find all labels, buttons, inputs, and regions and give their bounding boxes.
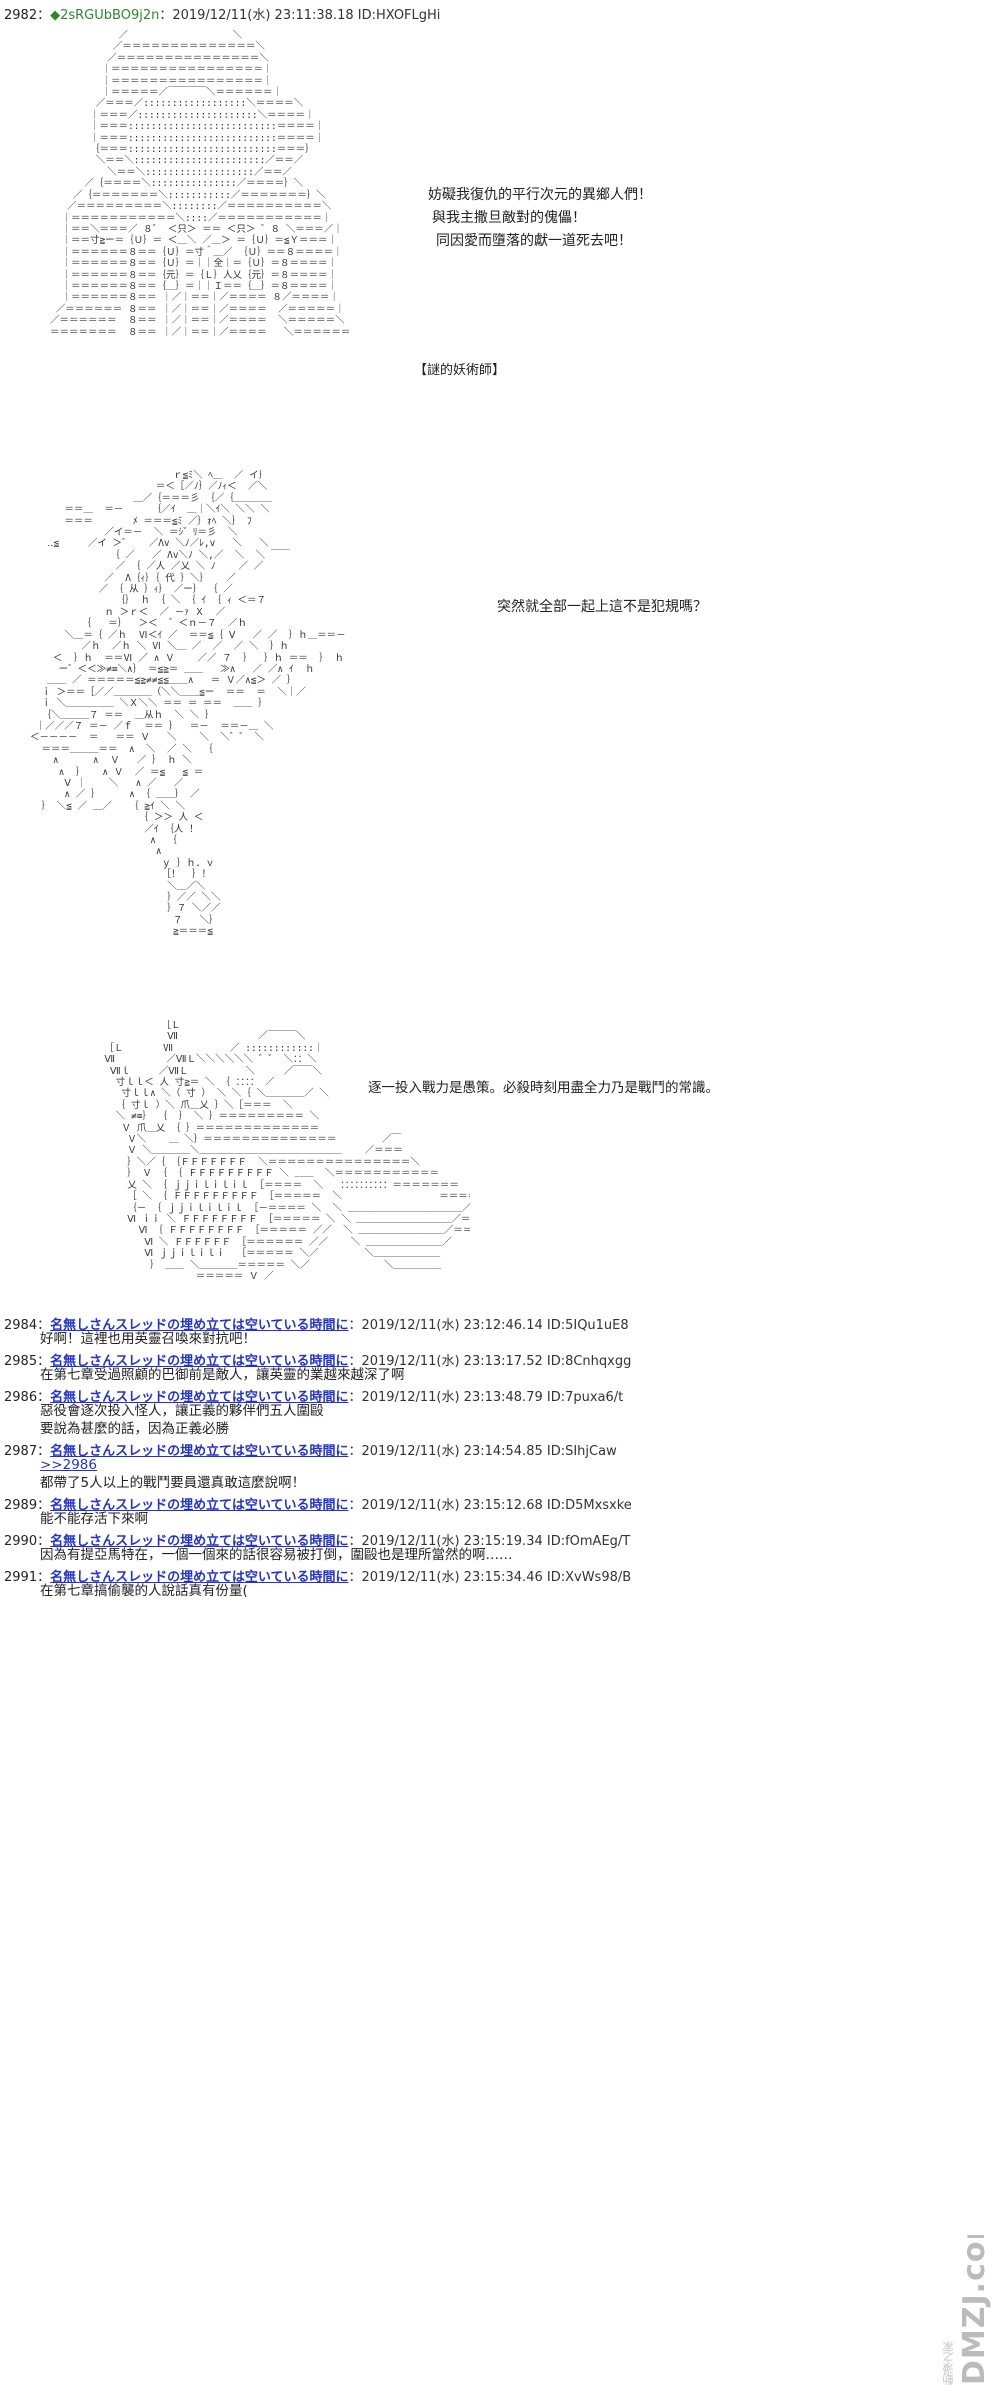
- post-meta: ：2019/12/11(水) 23:15:12.68 ID:D5Mxsxke: [348, 1498, 632, 1513]
- poster-name-link[interactable]: 名無しさんスレッドの埋め立ては空いている時間に: [50, 1390, 349, 1405]
- post-meta: ：2019/12/11(水) 23:15:34.46 ID:XvWs98/B: [348, 1570, 632, 1585]
- post-separator: ：: [37, 8, 51, 23]
- post-meta: ：2019/12/11(水) 23:11:38.18 ID:HXOFLgHi: [159, 8, 441, 23]
- post-number: 2984: [4, 1318, 38, 1333]
- reply-header-2985: 2985：名無しさんスレッドの埋め立ては空いている時間に：2019/12/11(…: [4, 1350, 631, 1369]
- reply-body-2990: 因為有提亞馬特在，一個一個來的話很容易被打倒，圍毆也是理所當然的啊……: [40, 1546, 513, 1564]
- site-watermark-subtitle: 動漫之家: [942, 2341, 955, 2385]
- reply-body-2987: >>2986 都帶了5人以上的戰鬥要員還真敢這麼說啊！: [40, 1456, 305, 1492]
- ascii-art-sorcerer: ／￣￣￣￣￣￣￣￣￣￣￣＼ ／＝＝＝＝＝＝＝＝＝＝＝＝＝＝＼ ／＝＝＝＝＝＝＝＝…: [50, 30, 351, 338]
- ascii-art-warrior-cannon: ［Ｌ Ⅶ ／￣￣￣＼ ［Ｌ Ⅶ ／ ::::::::::::｜ Ⅶ ／ⅦＬ＼＼＼…: [104, 1020, 470, 1282]
- post-meta: ：2019/12/11(水) 23:12:46.14 ID:5IQu1uE8: [348, 1318, 629, 1333]
- reply-header-2990: 2990：名無しさんスレッドの埋め立ては空いている時間に：2019/12/11(…: [4, 1530, 630, 1549]
- reply-line: 在第七章受過照顧的巴御前是敵人，讓英靈的業越來越深了啊: [40, 1367, 405, 1383]
- post-number: 2986: [4, 1390, 38, 1405]
- post-header-2982: 2982：◆2sRGUbBO9j2n：2019/12/11(水) 23:11:3…: [4, 4, 440, 23]
- reply-header-2991: 2991：名無しさんスレッドの埋め立ては空いている時間に：2019/12/11(…: [4, 1566, 631, 1585]
- reply-body-2991: 在第七章搞偷襲的人說話真有份量(: [40, 1582, 248, 1600]
- post-meta: ：2019/12/11(水) 23:13:48.79 ID:7puxa6/t: [348, 1390, 624, 1405]
- reply-header-2989: 2989：名無しさんスレッドの埋め立ては空いている時間に：2019/12/11(…: [4, 1494, 632, 1513]
- poster-name-link[interactable]: 名無しさんスレッドの埋め立ては空いている時間に: [50, 1498, 349, 1513]
- post-separator: ：: [37, 1390, 51, 1405]
- post-meta: ：2019/12/11(水) 23:14:54.85 ID:SIhjCaw: [348, 1444, 617, 1459]
- poster-name-link[interactable]: 名無しさんスレッドの埋め立ては空いている時間に: [50, 1354, 349, 1369]
- dialog-line-5: 逐一投入戰力是愚策。必殺時刻用盡全力乃是戰鬥的常識。: [368, 1080, 719, 1096]
- reply-line: 因為有提亞馬特在，一個一個來的話很容易被打倒，圍毆也是理所當然的啊……: [40, 1547, 513, 1563]
- post-number: 2982: [4, 8, 38, 23]
- post-number: 2990: [4, 1534, 38, 1549]
- post-meta: ：2019/12/11(水) 23:13:17.52 ID:8Cnhqxgg: [348, 1354, 632, 1369]
- post-number: 2991: [4, 1570, 38, 1585]
- poster-name-link[interactable]: 名無しさんスレッドの埋め立ては空いている時間に: [50, 1570, 349, 1585]
- post-separator: ：: [37, 1498, 51, 1513]
- reply-line: 都帶了5人以上的戰鬥要員還真敢這麼說啊！: [40, 1475, 306, 1491]
- post-separator: ：: [37, 1444, 51, 1459]
- reply-header-2986: 2986：名無しさんスレッドの埋め立ては空いている時間に：2019/12/11(…: [4, 1386, 623, 1405]
- post-number: 2985: [4, 1354, 38, 1369]
- post-number: 2987: [4, 1444, 38, 1459]
- post-meta: ：2019/12/11(水) 23:15:19.34 ID:fOmAEg/T: [348, 1534, 631, 1549]
- reply-line: 能不能存活下來啊: [40, 1511, 148, 1527]
- post-separator: ：: [37, 1318, 51, 1333]
- character-caption: 【謎的妖術師】: [414, 363, 506, 378]
- post-separator: ：: [37, 1534, 51, 1549]
- reply-body-2984: 好啊！這裡也用英靈召喚來對抗吧！: [40, 1330, 256, 1348]
- reply-line: 要說為甚麼的話，因為正義必勝: [40, 1421, 229, 1437]
- ascii-art-battle-scene: ｒ≦ﾐ＼ ﾍ＿ ／ イ｝ ＝＜［／ﾉ｝／ﾉｨ＜ ／＼ ＿／｛＝＝＝彡 ｛／｛＿＿…: [30, 470, 346, 938]
- reply-body-2986: 惡役會逐次投入怪人，讓正義的夥伴們五人圍毆 要說為甚麼的話，因為正義必勝: [40, 1402, 324, 1438]
- dialog-line-2: 與我主撒旦敵對的傀儡！: [432, 210, 586, 226]
- post-trip[interactable]: ◆2sRGUbBO9j2n: [50, 8, 160, 23]
- reply-body-2989: 能不能存活下來啊: [40, 1510, 148, 1528]
- reply-header-2987: 2987：名無しさんスレッドの埋め立ては空いている時間に：2019/12/11(…: [4, 1440, 617, 1459]
- post-separator: ：: [37, 1570, 51, 1585]
- reply-line: 惡役會逐次投入怪人，讓正義的夥伴們五人圍毆: [40, 1403, 324, 1419]
- post-number: 2989: [4, 1498, 38, 1513]
- site-watermark: DMZJ.com: [957, 2235, 992, 2385]
- dialog-line-1: 妨礙我復仇的平行次元的異鄉人們！: [428, 187, 652, 203]
- reply-line: 好啊！這裡也用英靈召喚來對抗吧！: [40, 1331, 256, 1347]
- reply-anchor-link[interactable]: >>2986: [40, 1457, 97, 1473]
- poster-name-link[interactable]: 名無しさんスレッドの埋め立ては空いている時間に: [50, 1444, 349, 1459]
- reply-line: 在第七章搞偷襲的人說話真有份量(: [40, 1583, 248, 1599]
- dialog-line-3: 同因愛而墮落的獻一道死去吧！: [436, 233, 632, 249]
- reply-body-2985: 在第七章受過照顧的巴御前是敵人，讓英靈的業越來越深了啊: [40, 1366, 405, 1384]
- poster-name-link[interactable]: 名無しさんスレッドの埋め立ては空いている時間に: [50, 1318, 349, 1333]
- dialog-line-4: 突然就全部一起上這不是犯規嗎？: [497, 599, 707, 615]
- poster-name-link[interactable]: 名無しさんスレッドの埋め立ては空いている時間に: [50, 1534, 349, 1549]
- post-separator: ：: [37, 1354, 51, 1369]
- reply-header-2984: 2984：名無しさんスレッドの埋め立ては空いている時間に：2019/12/11(…: [4, 1314, 629, 1333]
